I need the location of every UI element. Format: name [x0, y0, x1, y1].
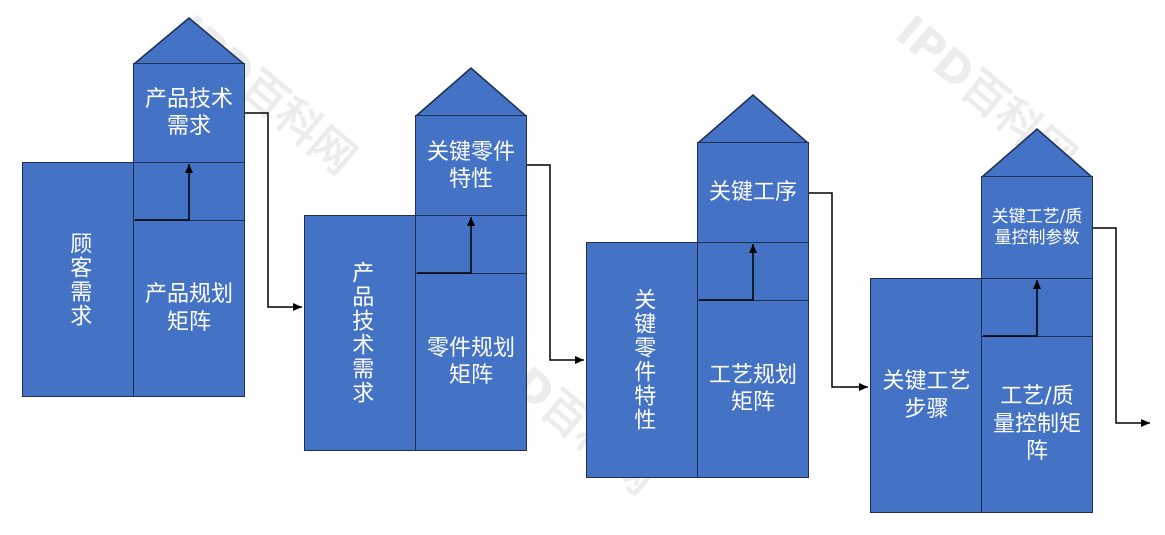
house-1-left-cell: 顾客需求	[22, 162, 135, 397]
house-1-roof-cell: 产品技术需求	[133, 63, 245, 163]
house-2-left-cell: 产品技术需求	[304, 215, 417, 451]
house-2-to-3-arrow	[527, 164, 584, 364]
house-4-matrix-cell: 工艺/质量控制矩阵	[981, 336, 1093, 513]
house-4-inner-arrow	[983, 280, 1041, 337]
house-1-to-2-arrow	[245, 112, 302, 311]
house-2-inner-arrow	[417, 217, 475, 274]
house-1-inner-arrow	[135, 164, 193, 221]
house-2-matrix-cell: 零件规划矩阵	[415, 273, 527, 451]
house-4-roof-cell: 关键工艺/质量控制参数	[981, 176, 1093, 280]
house-4-left-cell: 关键工艺步骤	[870, 278, 983, 513]
house-3-inner-arrow	[699, 244, 757, 301]
house-4-output-arrow	[1093, 227, 1150, 427]
house-3-left-cell: 关键零件特性	[586, 242, 699, 478]
house-2-roof-cell: 关键零件特性	[415, 115, 527, 217]
house-3-to-4-arrow	[809, 192, 868, 391]
house-3-matrix-cell: 工艺规划矩阵	[697, 300, 809, 478]
house-1-matrix-cell: 产品规划矩阵	[133, 220, 245, 397]
